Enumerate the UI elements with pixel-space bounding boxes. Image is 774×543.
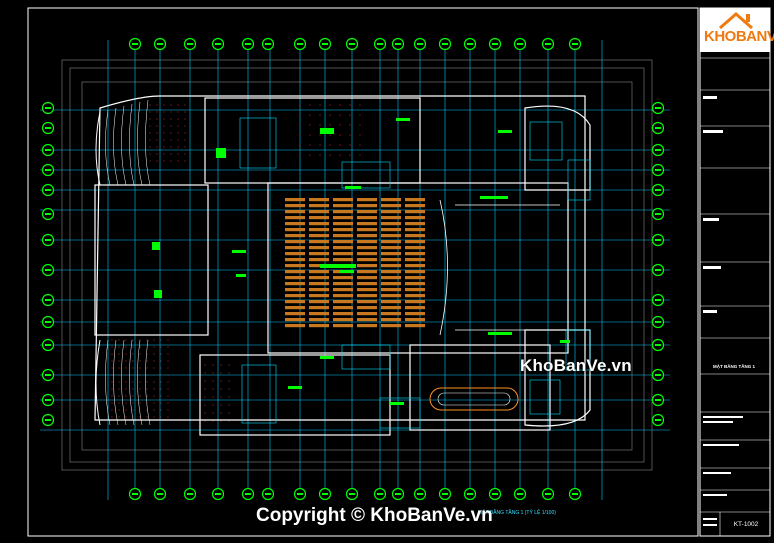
curved-stair-north bbox=[95, 99, 151, 186]
grid-bubble-bottom bbox=[153, 487, 167, 501]
grid-bubble-top bbox=[318, 37, 332, 51]
grid-bubble-bottom bbox=[345, 487, 359, 501]
grid-bubble-top bbox=[413, 37, 427, 51]
grid-bubble-left bbox=[41, 163, 55, 177]
grid-bubble-bottom bbox=[318, 487, 332, 501]
grid-bubble-bottom bbox=[293, 487, 307, 501]
grid-bubble-bottom bbox=[513, 487, 527, 501]
grid-bubble-bottom bbox=[373, 487, 387, 501]
grid-bubble-bottom bbox=[488, 487, 502, 501]
grid-bubble-left bbox=[41, 338, 55, 352]
house-roof-icon bbox=[719, 12, 753, 30]
grid-bubble-right bbox=[651, 315, 665, 329]
grid-bubble-left bbox=[41, 413, 55, 427]
brand-logo: KHOBANVE bbox=[700, 8, 774, 52]
grid-bubble-bottom bbox=[211, 487, 225, 501]
drawing-caption: MẶT BẰNG TẦNG 1 (TỶ LỆ 1/100) bbox=[478, 510, 556, 516]
curved-stair-south bbox=[95, 339, 151, 426]
grid-bubble-bottom bbox=[391, 487, 405, 501]
grid-bubble-bottom bbox=[261, 487, 275, 501]
grid-bubble-right bbox=[651, 207, 665, 221]
grid-bubble-right bbox=[651, 163, 665, 177]
grid-bubble-top bbox=[128, 37, 142, 51]
grid-bubble-bottom bbox=[438, 487, 452, 501]
hatched-floor-zones bbox=[111, 104, 361, 422]
sheet-code: KT-1002 bbox=[733, 521, 759, 528]
grid-bubble-left bbox=[41, 293, 55, 307]
grid-bubble-left bbox=[41, 233, 55, 247]
grid-bubble-top bbox=[241, 37, 255, 51]
grid-bubble-top bbox=[391, 37, 405, 51]
grid-bubble-left bbox=[41, 183, 55, 197]
grid-bubble-left bbox=[41, 207, 55, 221]
logo-text: KHOBANVE bbox=[704, 28, 774, 45]
stage-area bbox=[439, 199, 560, 336]
drawing-frame bbox=[27, 7, 699, 537]
grid-bubble-left bbox=[41, 143, 55, 157]
grid-bubble-right bbox=[651, 393, 665, 407]
grid-bubble-top bbox=[293, 37, 307, 51]
grid-bubble-right bbox=[651, 183, 665, 197]
title-block bbox=[699, 7, 771, 537]
grid-bubble-right bbox=[651, 338, 665, 352]
grid-bubble-right bbox=[651, 413, 665, 427]
grid-bubble-top bbox=[345, 37, 359, 51]
grid-bubble-top bbox=[153, 37, 167, 51]
grid-bubble-left bbox=[41, 368, 55, 382]
grid-bubble-right bbox=[651, 143, 665, 157]
grid-bubble-top bbox=[488, 37, 502, 51]
grid-bubble-top bbox=[211, 37, 225, 51]
auditorium-seating bbox=[285, 198, 425, 328]
building-outline bbox=[94, 95, 591, 436]
grid-bubble-right bbox=[651, 121, 665, 135]
grid-bubble-bottom bbox=[541, 487, 555, 501]
grid-bubble-right bbox=[651, 101, 665, 115]
grid-bubble-top bbox=[541, 37, 555, 51]
conference-table bbox=[429, 387, 519, 411]
watermark-copyright: Copyright © KhoBanVe.vn bbox=[256, 505, 493, 526]
dimension-frames bbox=[61, 59, 653, 471]
grid-bubble-bottom bbox=[241, 487, 255, 501]
watermark-site: KhoBanVe.vn bbox=[520, 356, 632, 375]
grid-bubble-left bbox=[41, 315, 55, 329]
grid-bubble-bottom bbox=[183, 487, 197, 501]
grid-bubbles bbox=[41, 37, 665, 501]
sheet-title: MẶT BẰNG TẦNG 1 bbox=[713, 364, 755, 369]
grid-bubble-top bbox=[373, 37, 387, 51]
grid-bubble-right bbox=[651, 293, 665, 307]
grid-bubble-top bbox=[438, 37, 452, 51]
grid-bubble-bottom bbox=[413, 487, 427, 501]
grid-bubble-left bbox=[41, 101, 55, 115]
grid-bubble-right bbox=[651, 368, 665, 382]
grid-bubble-top bbox=[463, 37, 477, 51]
grid-bubble-top bbox=[261, 37, 275, 51]
grid-bubble-bottom bbox=[128, 487, 142, 501]
grid-bubble-bottom bbox=[463, 487, 477, 501]
grid-bubble-left bbox=[41, 121, 55, 135]
stair-cores bbox=[239, 117, 591, 429]
grid-axes bbox=[40, 40, 670, 500]
grid-bubble-left bbox=[41, 393, 55, 407]
grid-bubble-right bbox=[651, 233, 665, 247]
grid-bubble-bottom bbox=[568, 487, 582, 501]
grid-bubble-top bbox=[183, 37, 197, 51]
grid-bubble-left bbox=[41, 263, 55, 277]
grid-bubble-top bbox=[568, 37, 582, 51]
grid-bubble-top bbox=[513, 37, 527, 51]
grid-bubble-right bbox=[651, 263, 665, 277]
room-labels bbox=[152, 118, 570, 405]
